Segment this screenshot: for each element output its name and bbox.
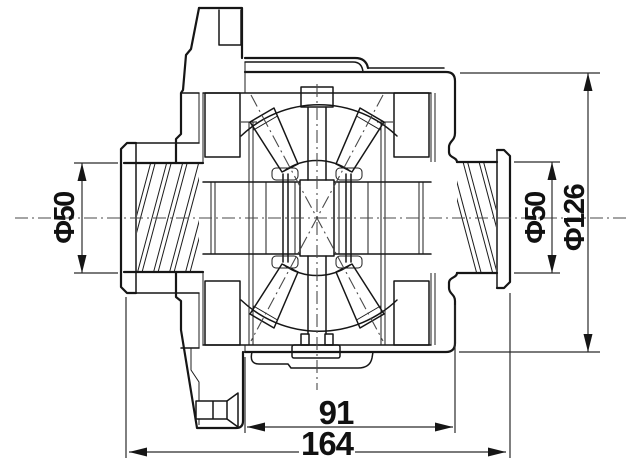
case-outline-top-right bbox=[243, 70, 457, 135]
thrust-pad bbox=[271, 167, 299, 181]
cross-shaft bbox=[307, 106, 327, 335]
case-top-ledge-inner bbox=[244, 61, 364, 73]
case-top-ledge bbox=[243, 56, 370, 70]
dim-label-phi50-right: Φ50 bbox=[520, 192, 552, 244]
extension-lines bbox=[74, 72, 600, 458]
flange-inner-contour bbox=[190, 348, 200, 425]
dimension-164: 164 bbox=[129, 425, 506, 462]
cross-shaft-bottom-anchor-right bbox=[324, 333, 334, 346]
flange-top-tab bbox=[197, 6, 244, 60]
countersunk-bolt bbox=[195, 392, 239, 428]
right-hub-spline-od bbox=[455, 160, 499, 275]
pinion-axis-centerline-2 bbox=[250, 94, 384, 342]
arrow-up bbox=[77, 163, 87, 181]
side-gear-left-collar bbox=[282, 173, 289, 263]
right-output-hub bbox=[455, 148, 512, 290]
pinion-pitch-arc-bottom bbox=[240, 299, 398, 332]
case-right-bore bbox=[430, 93, 436, 345]
arrow-down bbox=[583, 334, 593, 352]
arrow-right bbox=[435, 422, 453, 432]
clutch-pack-bottom-right bbox=[393, 280, 430, 346]
arrow-up bbox=[583, 73, 593, 91]
bolt-head bbox=[226, 392, 239, 428]
flange-left-edge-upper bbox=[174, 6, 201, 165]
clutch-pack-bottom-left bbox=[204, 280, 241, 346]
centerlines bbox=[15, 84, 628, 390]
left-hub-end-disc bbox=[119, 141, 138, 295]
pinion-gear-bottom-right bbox=[335, 263, 385, 329]
left-hub-spline-od bbox=[122, 161, 205, 274]
arrow-up bbox=[547, 162, 557, 180]
left-hub-cylinder-lines bbox=[135, 142, 200, 294]
pinion-gear-bottom-left bbox=[249, 263, 299, 329]
right-hub-end-collar bbox=[495, 148, 512, 290]
thrust-pad bbox=[335, 255, 363, 269]
dimension-91: 91 bbox=[247, 394, 453, 432]
cross-shaft-bottom-anchor-left bbox=[300, 333, 310, 346]
case-bottom-lip bbox=[250, 351, 374, 369]
clutch-basket-wall-right bbox=[377, 121, 393, 345]
bottom-retainer-plate bbox=[291, 344, 341, 359]
case-right-step-top bbox=[447, 131, 459, 164]
pinion-pitch-arc-top bbox=[240, 104, 398, 137]
dimension-phi126: Φ126 bbox=[559, 73, 593, 352]
thrust-pad bbox=[271, 255, 299, 269]
arrow-right bbox=[488, 447, 506, 457]
arrow-left bbox=[247, 422, 265, 432]
dim-label-164: 164 bbox=[301, 425, 355, 462]
dim-label-phi126: Φ126 bbox=[559, 184, 591, 252]
dim-label-phi50-left: Φ50 bbox=[49, 192, 81, 244]
arrow-down bbox=[547, 255, 557, 273]
dimension-annotations: Φ50 Φ50 Φ126 91 164 bbox=[49, 72, 600, 462]
dim-label-91: 91 bbox=[319, 394, 354, 431]
ring-gear-flange bbox=[174, 6, 245, 430]
thrust-pad bbox=[335, 167, 363, 181]
label-backing bbox=[299, 429, 355, 457]
flange-tab-slot bbox=[218, 9, 242, 46]
dimension-phi50-right: Φ50 bbox=[520, 162, 557, 273]
left-output-hub bbox=[119, 141, 205, 295]
pinion-gear-top-left bbox=[249, 107, 299, 173]
pinion-gear-top-right bbox=[335, 107, 385, 173]
clutch-pack-top-right bbox=[393, 92, 430, 158]
case-left-bore bbox=[198, 93, 204, 348]
bolt-shank bbox=[195, 400, 228, 420]
case-right-step-bottom bbox=[447, 271, 459, 345]
flange-left-edge-lower bbox=[174, 270, 245, 430]
clutch-pack-top-left bbox=[204, 92, 241, 158]
arrow-down bbox=[77, 255, 87, 273]
pinion-thrust-pads bbox=[271, 167, 363, 269]
arrow-left bbox=[129, 447, 147, 457]
dimension-phi50-left: Φ50 bbox=[49, 163, 87, 273]
